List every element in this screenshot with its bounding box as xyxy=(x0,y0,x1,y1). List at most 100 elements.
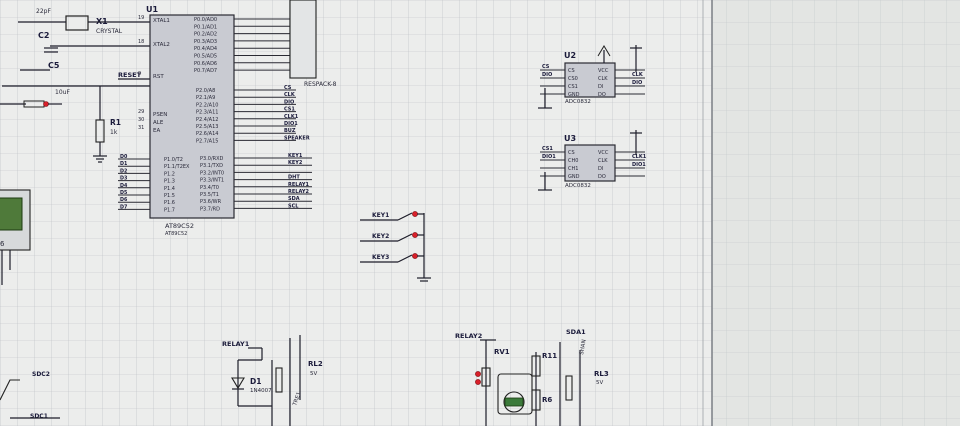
u1-port2-net: CLK1 xyxy=(284,114,299,120)
left-edge-nets[interactable]: SDC2 SDC1 xyxy=(0,371,60,420)
respack-label: RESPACK-8 xyxy=(304,81,337,88)
key-3-terminal[interactable] xyxy=(412,253,418,259)
u1-port2-pin: P2.6/A14 xyxy=(196,131,218,137)
u1-port1-net: D7 xyxy=(120,204,127,210)
relay1-circuit[interactable]: RELAY1 D1 1N4007 RL2 5V TRE1 xyxy=(222,335,323,426)
u1-port0-pin: P0.7/AD7 xyxy=(194,68,217,74)
u1-pin-xtal1: XTAL1 xyxy=(153,18,170,24)
c5-value-label: 10uF xyxy=(55,89,70,96)
u1-port3-net: KEY1 xyxy=(288,153,303,159)
u1-pin-ale: ALE xyxy=(153,120,164,126)
adc-net-right: DIO xyxy=(632,80,642,86)
u1-port1-net: D5 xyxy=(120,190,127,196)
adc-pin-right: DI xyxy=(598,84,603,90)
u1-pin-number: 29 xyxy=(138,109,144,115)
adc-pin-left: CS xyxy=(568,68,575,74)
d1-diode[interactable] xyxy=(231,377,245,390)
u1-port3-pin: P3.3/INT1 xyxy=(200,178,224,184)
adc-net-right: CLK1 xyxy=(632,154,647,160)
adc-pin-left: CS0 xyxy=(568,76,578,82)
u1-port1-net: D3 xyxy=(120,176,127,182)
u1-port2-net: DIO1 xyxy=(284,121,298,127)
svg-text:6: 6 xyxy=(0,240,5,248)
adc-net-left: CS xyxy=(542,64,550,70)
u1-port2-pin: P2.0/A8 xyxy=(196,88,215,94)
relay1-net-label: RELAY1 xyxy=(222,340,250,348)
d1-label: D1 xyxy=(250,377,261,386)
key-2-label: KEY2 xyxy=(372,233,389,240)
u1-pin-xtal2: XTAL2 xyxy=(153,42,170,48)
u1-port3-pin: P3.7/RD xyxy=(200,206,220,212)
u1-port0-pin: P0.1/AD1 xyxy=(194,24,217,30)
u1-port1-pin: P1.6 xyxy=(164,200,175,206)
u1-pin-number: 19 xyxy=(138,15,144,21)
sdc2-net-label: SDC2 xyxy=(32,371,50,378)
key-2-terminal[interactable] xyxy=(412,232,418,238)
u1-port2-net: DIO xyxy=(284,99,294,105)
d1-value-label: 1N4007 xyxy=(250,388,272,394)
adc-pin-left: GND xyxy=(568,174,580,180)
rl3-value-label: 5V xyxy=(596,380,603,386)
x1-value-label: CRYSTAL xyxy=(96,28,123,35)
u1-port2-net: BUZ xyxy=(284,128,296,134)
u1-part-sub: AT89C52 xyxy=(165,231,187,237)
r6-label: R6 xyxy=(542,396,552,404)
shan-label: SHAN xyxy=(579,339,588,355)
u1-port3-pin: P3.2/INT0 xyxy=(200,170,224,176)
resistor-pack[interactable]: RESPACK-8 xyxy=(289,0,337,88)
u1-port3-net: SDA xyxy=(288,196,300,202)
r11-label: R11 xyxy=(542,352,557,360)
key-3-switch[interactable] xyxy=(397,254,413,263)
u1-port3-net: RELAY1 xyxy=(288,182,309,188)
adc-pin-right: DO xyxy=(598,174,606,180)
u1-port0-pin: P0.4/AD4 xyxy=(194,46,217,52)
relay2-net-label: RELAY2 xyxy=(455,332,482,340)
adc-pin-right: CLK xyxy=(598,158,608,164)
c2-label: C2 xyxy=(38,31,49,40)
key-1-terminal[interactable] xyxy=(412,211,418,217)
adc-pin-right: DO xyxy=(598,92,606,98)
adc-pin-right: VCC xyxy=(598,68,609,74)
u2-ref-label: U2 xyxy=(564,51,576,60)
c3-value-label: 22pF xyxy=(36,8,51,15)
u1-microcontroller[interactable]: U1 XTAL119XTAL218RST9PSEN29ALE30EA31P1.0… xyxy=(118,5,312,237)
u2-body[interactable] xyxy=(564,62,616,98)
u1-port1-pin: P1.2 xyxy=(164,171,175,177)
adc-net-left: CS1 xyxy=(542,146,553,152)
adc-pin-left: CH0 xyxy=(568,158,578,164)
u3-body[interactable] xyxy=(564,144,616,182)
lcd-partial[interactable]: 6 xyxy=(0,189,31,285)
u3-ref-label: U3 xyxy=(564,134,576,143)
u1-port3-pin: P3.1/TXD xyxy=(200,163,223,169)
u1-pin-number: 31 xyxy=(138,125,144,131)
adc-net-left: DIO xyxy=(542,72,552,78)
r6-resistor[interactable] xyxy=(531,389,541,411)
u1-port3-pin: P3.5/T1 xyxy=(200,192,219,198)
adc-pin-left: CS xyxy=(568,150,575,156)
u1-port3-pin: P3.6/WR xyxy=(200,199,222,205)
u1-port0-pin: P0.0/AD0 xyxy=(194,17,217,23)
u1-port2-pin: P2.5/A13 xyxy=(196,124,218,130)
adc-pin-left: GND xyxy=(568,92,580,98)
u1-port3-net: SCL xyxy=(288,203,299,209)
u1-port0-pin: P0.3/AD3 xyxy=(194,39,217,45)
reset-net-label: RESET xyxy=(118,71,142,79)
u1-pin-number: 18 xyxy=(138,39,144,45)
key-1-switch[interactable] xyxy=(397,212,413,221)
r11-resistor[interactable] xyxy=(531,355,541,377)
adc-pin-right: VCC xyxy=(598,150,609,156)
key-3-label: KEY3 xyxy=(372,254,389,261)
crystal-body[interactable] xyxy=(65,15,89,31)
oscillator-section[interactable]: 22pF X1 CRYSTAL C2 C5 10uF RESET R1 1k xyxy=(0,8,150,163)
relay2-circuit[interactable]: RELAY2 RV1 R11 R6 SDA1 SHAN RL3 5V xyxy=(455,328,609,426)
adc-pin-left: CH1 xyxy=(568,166,578,172)
u1-port1-net: D6 xyxy=(120,197,128,203)
u1-body[interactable] xyxy=(149,14,235,219)
key-2-switch[interactable] xyxy=(397,233,413,242)
c5-label: C5 xyxy=(48,61,60,70)
